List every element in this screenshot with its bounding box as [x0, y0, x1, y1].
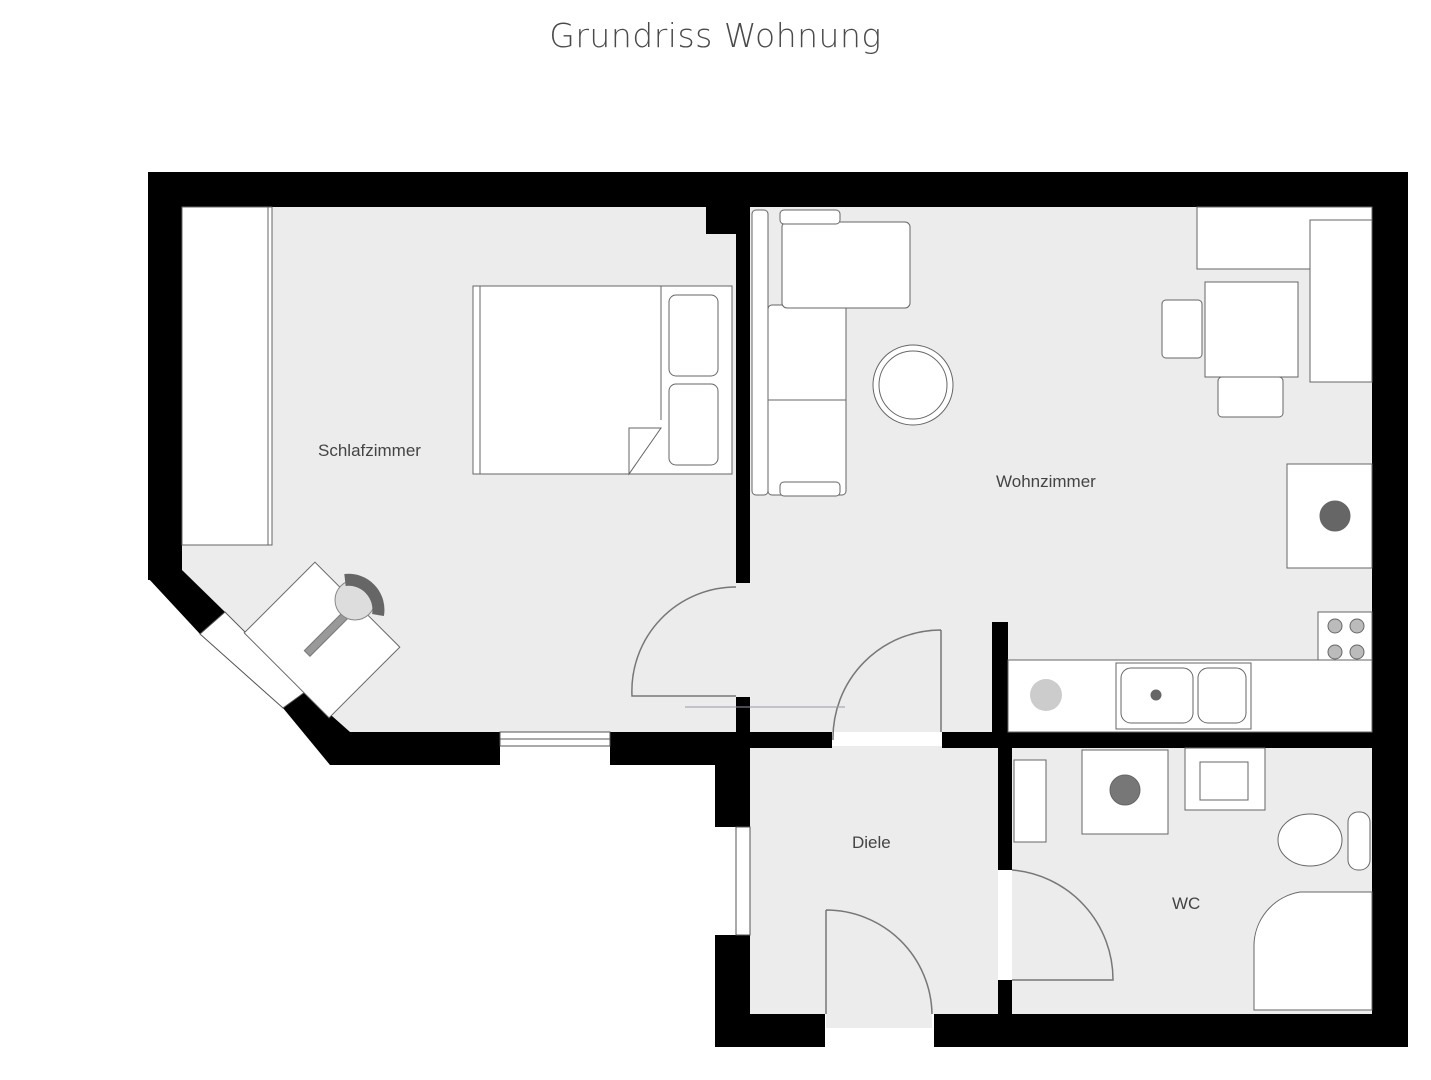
floor-diele[interactable] [750, 746, 998, 1014]
snowflake-icon [1319, 500, 1351, 532]
sofa-back [751, 209, 769, 496]
window-diele [735, 826, 751, 936]
floor-door-gap [736, 580, 750, 700]
dining-chair [1161, 299, 1203, 359]
dishwasher-icon [1030, 679, 1062, 711]
wardrobe [181, 206, 273, 546]
walls [148, 172, 1408, 1047]
page-title: Grundriss Wohnung [549, 16, 882, 55]
living-furniture: Wohnzimmer [751, 206, 1373, 733]
shower [1253, 891, 1373, 1011]
floor-diele-entry [826, 1014, 932, 1028]
room-label-diele: Diele [852, 833, 891, 852]
door-wc [1011, 869, 1114, 981]
door-entrance [825, 909, 933, 1015]
door-bedroom [631, 586, 737, 697]
towel-radiator [1013, 759, 1047, 843]
wc-furniture: WC [1013, 747, 1373, 1011]
dining-table [1204, 281, 1299, 378]
windows [199, 611, 751, 936]
toilet [1277, 813, 1343, 867]
room-label-wohnzimmer: Wohnzimmer [996, 472, 1096, 491]
stove [1317, 611, 1373, 666]
chaise [781, 221, 911, 309]
door-living [832, 629, 942, 741]
dining-chair [1217, 376, 1284, 418]
doors [631, 586, 1114, 1015]
room-label-wc: WC [1172, 894, 1200, 913]
bedroom-furniture: Schlafzimmer [181, 206, 733, 719]
office-chair [334, 573, 385, 621]
room-label-schlafzimmer: Schlafzimmer [318, 441, 421, 460]
